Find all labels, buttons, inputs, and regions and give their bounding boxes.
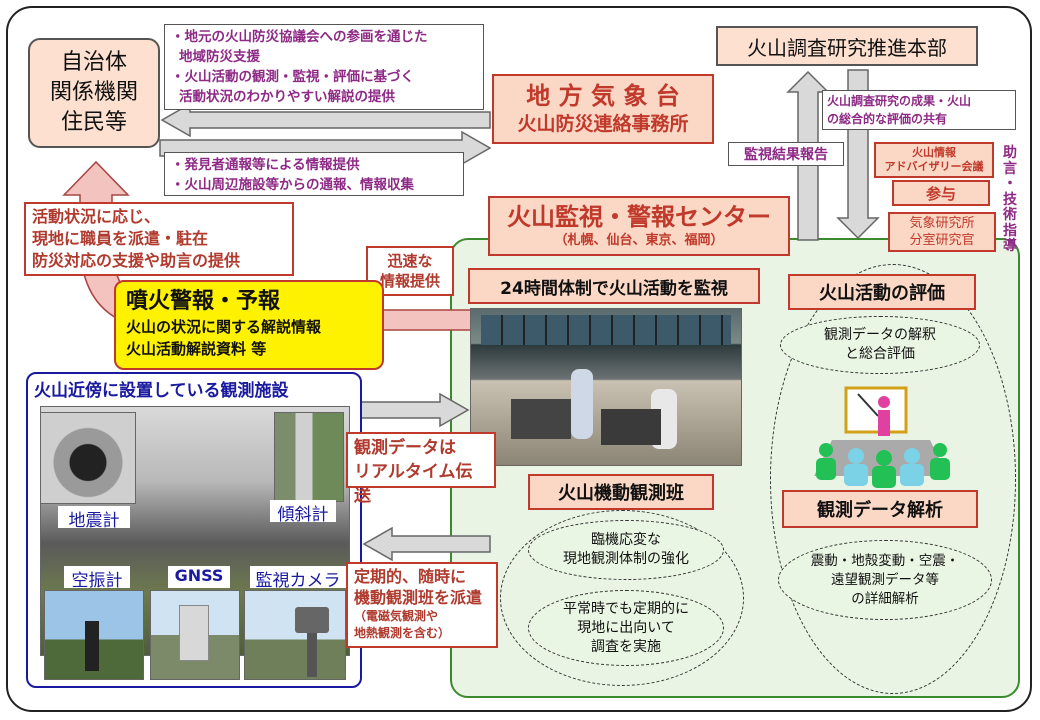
- realtime-line2: リアルタイム伝送: [354, 460, 488, 508]
- realtime-note: 観測データは リアルタイム伝送: [346, 432, 496, 488]
- mobile-team-title: 火山機動観測班: [558, 479, 684, 505]
- analysis-line2: 遠望観測データ等: [831, 571, 939, 590]
- tiltmeter-photo: [274, 412, 344, 502]
- camera-pole: [307, 633, 317, 677]
- mobile-bubble1-line2: 現地観測体制の強化: [563, 550, 689, 569]
- mobile-bubble-1: 臨機応変な 現地観測体制の強化: [528, 520, 724, 580]
- attendee-head: [933, 443, 947, 457]
- mobile-bubble1-line1: 臨機応変な: [591, 531, 661, 550]
- mobile-bubble-2: 平常時でも定期的に 現地に出向いて 調査を実施: [528, 590, 724, 666]
- attendee-head: [876, 450, 892, 466]
- analysis-box: 観測データ解析: [782, 490, 978, 528]
- analysis-line1: 震動・地殻変動・空震・: [811, 552, 960, 571]
- periodic-dispatch-note: 定期的、随時に 機動観測班を派遣 （電磁気観測や 地熱観測を含む）: [346, 562, 498, 648]
- analysis-line3: の詳細解析: [851, 590, 919, 609]
- attendee-head: [819, 443, 833, 457]
- mobile-bubble2-line3: 調査を実施: [591, 638, 661, 657]
- camera-label: 監視カメラ: [250, 566, 346, 588]
- gnss-station: [179, 605, 209, 661]
- mobile-bubble2-line1: 平常時でも定期的に: [563, 600, 689, 619]
- analysis-title: 観測データ解析: [817, 496, 943, 522]
- camera-housing: [295, 607, 329, 633]
- infrasound-photo: [44, 590, 144, 680]
- periodic-line2: 機動観測班を派遣: [354, 587, 490, 608]
- gnss-photo: [150, 590, 240, 680]
- attendee-head: [848, 448, 864, 464]
- facilities-title: 火山近傍に設置している観測施設: [34, 376, 354, 400]
- attendee-body: [872, 466, 896, 488]
- camera-photo: [244, 590, 346, 680]
- periodic-line3: （電磁気観測や: [354, 608, 490, 625]
- attendee-head: [904, 448, 920, 464]
- analysis-bubble: 震動・地殻変動・空震・ 遠望観測データ等 の詳細解析: [778, 540, 992, 620]
- mobile-team-box: 火山機動観測班: [528, 474, 714, 510]
- mobile-bubble2-line2: 現地に出向いて: [577, 619, 675, 638]
- periodic-line1: 定期的、随時に: [354, 566, 490, 587]
- presenter-body: [878, 410, 890, 436]
- tiltmeter-label: 傾斜計: [270, 500, 336, 522]
- infrasound-label: 空振計: [64, 566, 130, 588]
- gnss-label: GNSS: [168, 566, 230, 588]
- attendee-body: [844, 464, 868, 486]
- attendee-body: [816, 458, 836, 480]
- attendee-body: [930, 458, 950, 480]
- seismometer-label: 地震計: [58, 506, 130, 528]
- presenter-head: [878, 396, 890, 408]
- periodic-line4: 地熱観測を含む）: [354, 625, 490, 642]
- attendee-body: [900, 464, 924, 486]
- presentation-board: [846, 388, 906, 432]
- seismometer-photo: [40, 412, 136, 504]
- realtime-line1: 観測データは: [354, 436, 488, 460]
- infrasound-sensor: [85, 621, 99, 671]
